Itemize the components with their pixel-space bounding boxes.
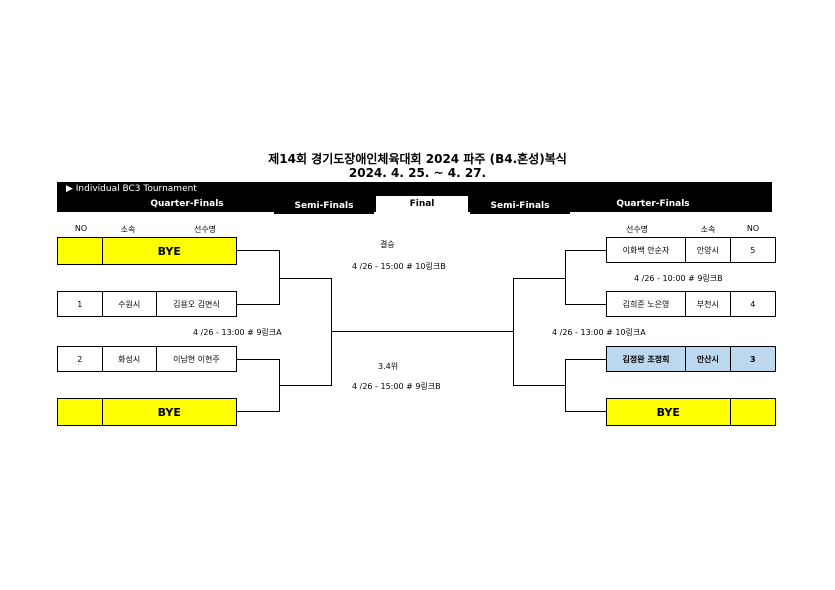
bracket-line [237,304,279,305]
row-no: 4 [750,299,756,309]
row-player: 김용오 김면식 [173,299,220,309]
row-player: 이남현 이현주 [173,354,220,364]
col-player-left: 선수명 [193,225,217,234]
table-row: BYE [57,237,237,265]
row-bye: BYE [103,399,236,425]
left-semi-time: 4 /26 - 13:00 # 9링크A [193,328,282,337]
third-place-time: 4 /26 - 15:00 # 9링크B [352,382,441,391]
bracket-line [237,411,279,412]
bracket-line [565,359,606,360]
table-row: 김희준 노은영 부천시 4 [606,291,776,317]
row-bye: BYE [607,399,731,425]
right-final-time: 4 /26 - 13:00 # 10링크A [552,328,646,337]
bracket-line [279,385,331,386]
bracket-line [279,250,280,305]
row-player: 김정완 조정희 [607,347,687,371]
bye-label: BYE [157,244,181,258]
row-no [58,238,103,264]
table-row: 1 수원시 김용오 김면식 [57,291,237,317]
row-no: 2 [58,347,103,371]
bracket-line [331,278,332,386]
row-team: 안산시 [686,347,731,371]
table-row: 2 화성시 이남현 이현주 [57,346,237,372]
bracket-line [513,385,565,386]
col-team-right: 소속 [700,225,716,234]
col-no-right: NO [746,224,760,233]
tournament-label: ▶ Individual BC3 Tournament [66,184,197,194]
col-no-left: NO [74,224,88,233]
table-row-highlighted: 김정완 조정희 안산시 3 [606,346,776,372]
final-time: 4 /26 - 15:00 # 10링크B [352,262,446,271]
bye-label: BYE [157,405,181,419]
row-no: 1 [58,292,103,316]
bracket-line [565,250,566,305]
bracket-line [237,250,279,251]
row-team: 수원시 [103,292,157,316]
table-row: BYE [606,398,776,426]
bracket-line [565,411,606,412]
third-place-label: 3.4위 [378,362,399,371]
page-title: 제14회 경기도장애인체육대회 2024 파주 (B4.혼성)복식 [268,152,567,166]
bracket-line [237,359,279,360]
final-label: 결승 [380,240,395,249]
row-bye: BYE [103,238,236,264]
row-team: 부천시 [686,292,731,316]
col-team-left: 소속 [120,225,136,234]
bracket-line [565,359,566,412]
quarter-finals-left: Quarter-Finals [102,196,272,212]
row-team: 안양시 [686,238,731,262]
bracket-line [513,278,514,386]
row-no: 5 [750,245,756,255]
table-row: BYE [57,398,237,426]
bye-label: BYE [656,405,680,419]
bracket-line [513,278,565,279]
row-player: 김희준 노은영 [607,292,687,316]
semi-finals-right: Semi-Finals [470,198,570,214]
bracket-line [565,250,606,251]
table-row: 이화백 안순자 안양시 5 [606,237,776,263]
right-semi-time: 4 /26 - 10:00 # 9링크B [634,274,723,283]
bracket-line-final [331,331,513,332]
bracket-line [279,278,331,279]
semi-finals-left: Semi-Finals [274,198,374,214]
final-header: Final [376,196,468,212]
row-no [58,399,103,425]
quarter-finals-right: Quarter-Finals [572,196,734,212]
row-team: 화성시 [103,347,157,371]
row-no [731,399,775,425]
row-player: 이화백 안순자 [607,238,687,262]
page-subtitle-dates: 2024. 4. 25. ~ 4. 27. [348,166,487,180]
col-player-right: 선수명 [625,225,649,234]
row-no: 3 [749,354,756,364]
bracket-line [565,304,606,305]
